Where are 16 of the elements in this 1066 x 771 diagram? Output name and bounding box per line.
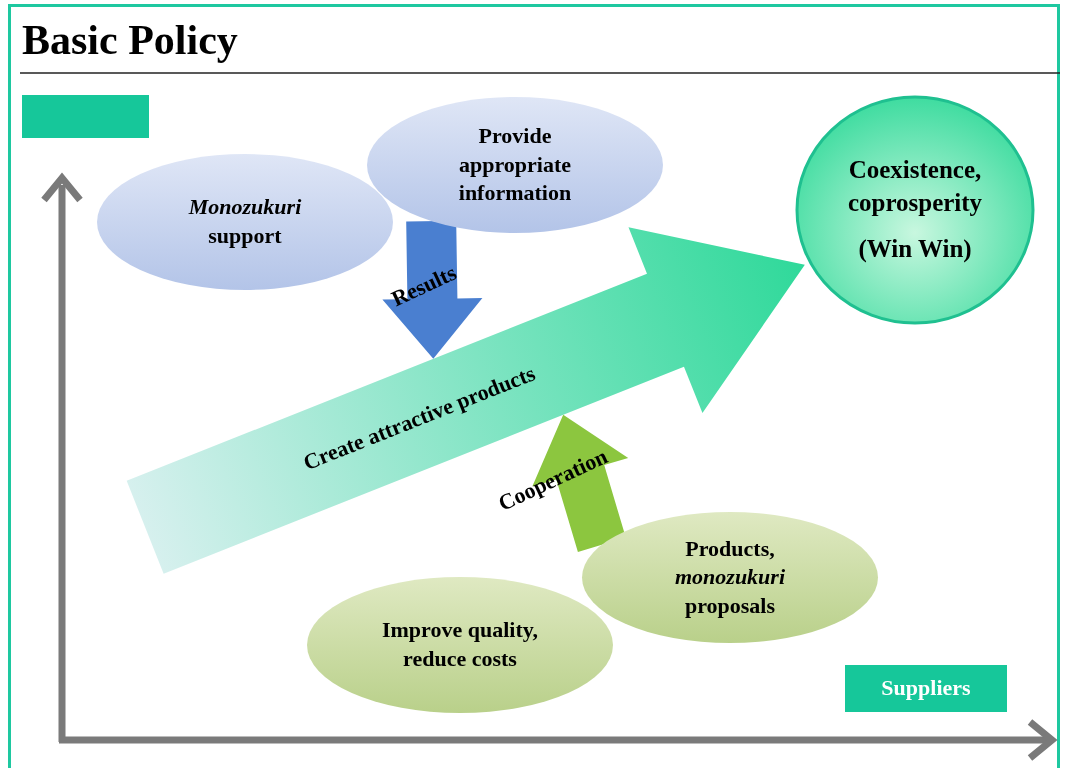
node-text: (Win Win) (858, 234, 972, 265)
node-text: Products, monozukuri proposals (673, 534, 787, 620)
node-text: Monozukuri support (187, 193, 303, 250)
node-text: Improve quality, reduce costs (380, 616, 540, 673)
ellipse-node (305, 575, 615, 715)
node-text: Suppliers (881, 674, 971, 703)
label-box (845, 665, 1007, 712)
empty-label-box (22, 95, 149, 138)
page-title: Basic Policy (22, 16, 238, 64)
block-arrow (382, 220, 483, 359)
node-text: Coexistence, coprosperity (846, 155, 984, 218)
goal-circle (795, 95, 1035, 325)
ellipse-node (580, 510, 880, 645)
block-arrow (532, 414, 629, 552)
node-text: Provide appropriate information (457, 122, 573, 208)
ellipse-node (365, 95, 665, 235)
